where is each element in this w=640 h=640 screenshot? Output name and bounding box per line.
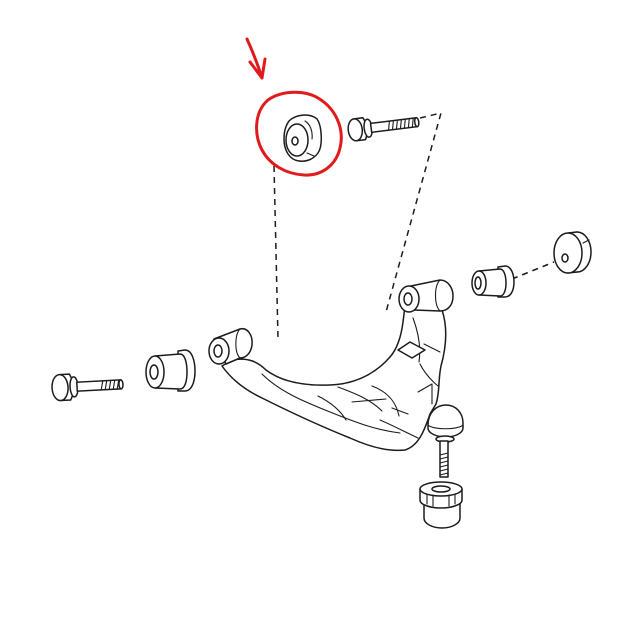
left-pivot-face xyxy=(208,337,230,365)
control-arm-rib xyxy=(379,407,419,439)
cam-bolt-icon xyxy=(347,116,420,142)
castle-nut-top xyxy=(419,481,463,497)
ball-joint-band xyxy=(427,424,464,430)
castle-nut-hole xyxy=(431,485,451,493)
cam-washer-edge xyxy=(304,120,313,140)
bolt-left-icon xyxy=(51,373,124,402)
left-pivot-hole xyxy=(213,344,223,358)
bushing-right-face xyxy=(471,270,487,296)
cam-bolt-threads xyxy=(387,117,414,131)
bushing-right-sleeve xyxy=(474,276,482,290)
leader-line-top-washer xyxy=(273,165,279,339)
arrow-down-icon xyxy=(245,37,267,80)
leader-line-top-bolt xyxy=(385,111,443,313)
cam-washer-right-hole xyxy=(561,253,569,263)
cam-washer-hole xyxy=(291,136,299,146)
control-arm-web-lines xyxy=(317,385,400,421)
right-pivot-face xyxy=(398,285,420,313)
control-arm-left-pivot xyxy=(208,327,253,365)
control-arm-right-pivot xyxy=(398,279,454,313)
cam-washer-right-face xyxy=(553,232,583,274)
annotation xyxy=(245,37,343,177)
cam-washer-icon xyxy=(283,114,322,162)
highlight-circle-icon xyxy=(255,90,343,177)
control-arm-boss xyxy=(397,341,426,359)
cam-washer-face xyxy=(285,123,309,157)
cam-washer-notch xyxy=(306,152,315,157)
ball-joint-icon xyxy=(427,404,464,478)
bolt-left-threads xyxy=(100,379,120,391)
cam-bolt-shaft xyxy=(369,117,419,134)
bushing-left-icon xyxy=(145,349,196,392)
cam-bolt-head-face xyxy=(347,118,364,142)
bolt-left-head-face xyxy=(51,373,69,402)
ball-joint-housing xyxy=(427,404,464,438)
cam-bolt-tip xyxy=(413,116,420,128)
control-arm-body xyxy=(221,299,447,452)
control-arm-upright-lines xyxy=(412,317,441,387)
bolt-left-tip xyxy=(118,379,124,390)
bushing-right-icon xyxy=(471,265,515,298)
right-pivot-far-rim xyxy=(434,279,441,312)
right-pivot-hole xyxy=(403,292,413,306)
ball-joint-threads xyxy=(439,452,449,476)
control-arm-block xyxy=(417,383,433,405)
left-pivot-far-rim xyxy=(235,328,241,359)
bushing-left-sleeve xyxy=(149,364,159,380)
castle-nut-icon xyxy=(419,481,463,529)
cam-washer-right-icon xyxy=(553,231,592,274)
bushing-left-face xyxy=(145,355,165,389)
leader-lines xyxy=(273,111,555,339)
control-arm-lower-edge xyxy=(261,373,401,434)
control-arm-icon xyxy=(208,279,454,452)
cam-washer-right-notch xyxy=(582,239,590,244)
castle-nut-slots xyxy=(426,493,456,507)
leader-line-right-washer xyxy=(511,261,555,280)
